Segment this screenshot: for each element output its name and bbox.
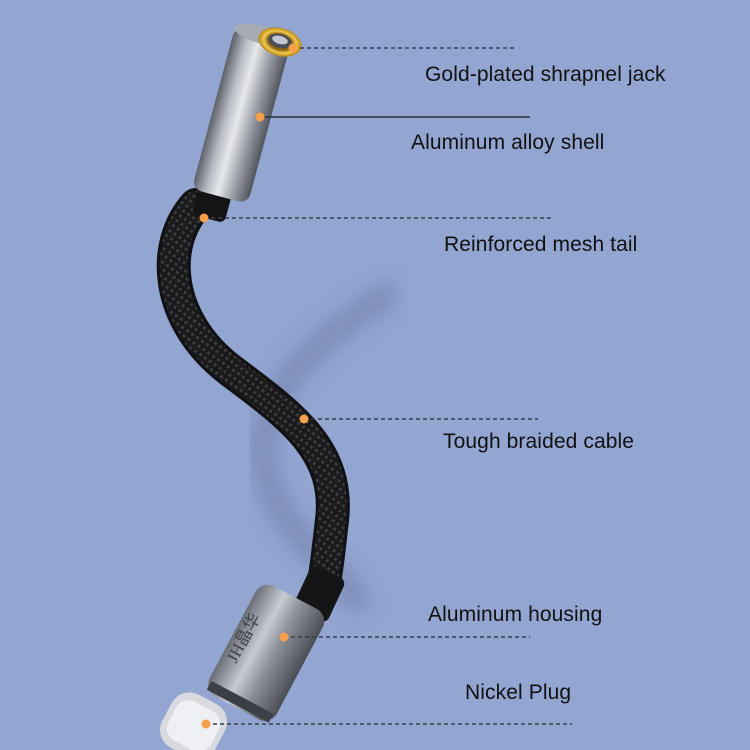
callout-dot-icon [255, 112, 265, 122]
callout-dot-icon [201, 719, 211, 729]
aluminum-usb-c-housing [206, 584, 325, 723]
callout-dot-icon [299, 414, 309, 424]
callout-label-shell: Aluminum alloy shell [411, 131, 605, 154]
callout-dot-icon [279, 632, 289, 642]
nickel-usb-c-plug [160, 692, 228, 750]
callout-dot-icon [288, 43, 298, 53]
callout-label-plug: Nickel Plug [465, 681, 572, 704]
callout-label-cable: Tough braided cable [443, 430, 635, 453]
callout-label-jack: Gold-plated shrapnel jack [425, 63, 666, 86]
callout-label-tail: Reinforced mesh tail [444, 233, 638, 256]
callout-label-housing: Aluminum housing [428, 603, 603, 626]
callout-dot-icon [199, 213, 209, 223]
